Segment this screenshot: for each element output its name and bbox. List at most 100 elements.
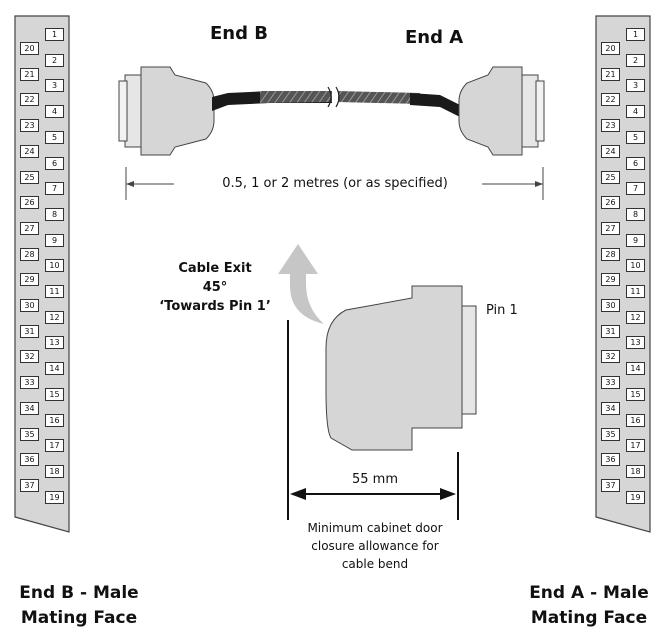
end-a-pin-11: 11 [626, 285, 645, 298]
end-a-pin-19: 19 [626, 490, 645, 504]
end-b-pin-4: 4 [45, 105, 64, 119]
end-a-pin-8: 8 [626, 207, 645, 221]
end-a-pin-23: 23 [601, 119, 620, 133]
end-a-pin-13: 13 [626, 336, 645, 350]
end-a-pin-29: 29 [601, 273, 620, 287]
cable-assembly-drawing [118, 66, 545, 200]
end-a-pin-5: 5 [626, 130, 645, 144]
end-a-title: End A [405, 27, 464, 48]
end-b-face-label-line1: End B - Male [19, 583, 139, 603]
end-a-pin-1: 1 [626, 28, 645, 41]
end-b-face-label: End B - Male Mating Face [4, 581, 154, 631]
end-b-pin-3: 3 [45, 79, 64, 93]
end-b-pin-8: 8 [45, 207, 64, 221]
end-a-pin-12: 12 [626, 310, 645, 324]
end-a-connector [458, 66, 545, 156]
end-b-pin-33: 33 [20, 376, 39, 390]
end-a-pin-33: 33 [601, 376, 620, 390]
end-a-pin-14: 14 [626, 362, 645, 376]
end-a-pin-32: 32 [601, 350, 620, 364]
end-a-pin-2: 2 [626, 53, 645, 67]
end-a-pin-35: 35 [601, 427, 620, 441]
end-b-pin-22: 22 [20, 93, 39, 107]
end-b-pin-26: 26 [20, 196, 39, 210]
end-b-pin-1: 1 [45, 28, 64, 41]
end-a-pin-37: 37 [601, 478, 620, 492]
end-b-pin-9: 9 [45, 233, 64, 247]
end-b-pin-13: 13 [45, 336, 64, 350]
end-b-pin-20: 20 [20, 42, 39, 55]
end-a-pin-10: 10 [626, 259, 645, 273]
end-a-pin-20: 20 [601, 42, 620, 55]
end-b-pin-14: 14 [45, 362, 64, 376]
allowance-line3: cable bend [341, 557, 409, 571]
cable-exit-line1: Cable Exit [178, 261, 252, 276]
end-b-pin-5: 5 [45, 130, 64, 144]
end-a-pin-30: 30 [601, 299, 620, 312]
end-b-pin-24: 24 [20, 144, 39, 158]
end-b-pin-31: 31 [20, 324, 39, 338]
braided-cable-left [260, 91, 332, 103]
side-view-drawing [287, 285, 477, 520]
end-b-pin-16: 16 [45, 413, 64, 427]
end-b-pin-32: 32 [20, 350, 39, 364]
end-b-pin-21: 21 [20, 67, 39, 81]
end-b-face-label-line2: Mating Face [20, 608, 138, 628]
end-b-pin-28: 28 [20, 247, 39, 261]
end-b-pin-18: 18 [45, 464, 64, 478]
end-b-pin-30: 30 [20, 299, 39, 312]
cable-exit-arrow-icon [278, 244, 324, 324]
cable-exit-label: Cable Exit 45° ‘Towards Pin 1’ [150, 259, 280, 316]
end-b-pin-11: 11 [45, 285, 64, 298]
end-b-pin-34: 34 [20, 401, 39, 415]
end-a-face-label: End A - Male Mating Face [514, 581, 664, 631]
end-a-pin-9: 9 [626, 233, 645, 247]
end-a-pin-28: 28 [601, 247, 620, 261]
cable-break-mark [327, 86, 332, 108]
end-b-connector [118, 66, 215, 156]
end-a-cable-boot [410, 93, 460, 117]
end-a-pin-15: 15 [626, 387, 645, 401]
end-a-pin-24: 24 [601, 144, 620, 158]
end-a-pin-26: 26 [601, 196, 620, 210]
end-a-pin-25: 25 [601, 170, 620, 184]
end-a-pin-34: 34 [601, 401, 620, 415]
end-a-pin-31: 31 [601, 324, 620, 338]
end-b-pin-29: 29 [20, 273, 39, 287]
allowance-label: Minimum cabinet door closure allowance f… [270, 519, 480, 573]
end-a-pin-18: 18 [626, 464, 645, 478]
end-b-pin-37: 37 [20, 478, 39, 492]
allowance-line2: closure allowance for [311, 539, 439, 553]
end-a-pin-4: 4 [626, 105, 645, 119]
end-a-pin-27: 27 [601, 221, 620, 235]
end-b-pin-12: 12 [45, 310, 64, 324]
end-a-face-label-line2: Mating Face [530, 608, 648, 628]
pin-1-label: Pin 1 [486, 303, 518, 318]
end-a-pin-21: 21 [601, 67, 620, 81]
cable-length-label: 0.5, 1 or 2 metres (or as specified) [222, 176, 448, 191]
end-b-pin-25: 25 [20, 170, 39, 184]
end-a-pin-22: 22 [601, 93, 620, 107]
end-b-title: End B [210, 23, 268, 44]
end-b-pin-23: 23 [20, 119, 39, 133]
end-a-pin-16: 16 [626, 413, 645, 427]
end-b-pin-6: 6 [45, 156, 64, 170]
end-a-pin-36: 36 [601, 453, 620, 467]
braided-cable-right [338, 91, 420, 104]
end-a-pin-6: 6 [626, 156, 645, 170]
end-a-pin-7: 7 [626, 182, 645, 196]
cable-exit-line3: ‘Towards Pin 1’ [159, 299, 271, 314]
end-b-pin-35: 35 [20, 427, 39, 441]
end-b-pin-36: 36 [20, 453, 39, 467]
dimension-label: 55 mm [351, 472, 398, 487]
end-b-pin-17: 17 [45, 439, 64, 453]
end-a-face-label-line1: End A - Male [529, 583, 649, 603]
cable-exit-line2: 45° [202, 280, 228, 295]
end-b-pin-7: 7 [45, 182, 64, 196]
end-a-pin-17: 17 [626, 439, 645, 453]
end-b-pin-19: 19 [45, 490, 64, 504]
end-b-pin-27: 27 [20, 221, 39, 235]
end-a-pin-3: 3 [626, 79, 645, 93]
